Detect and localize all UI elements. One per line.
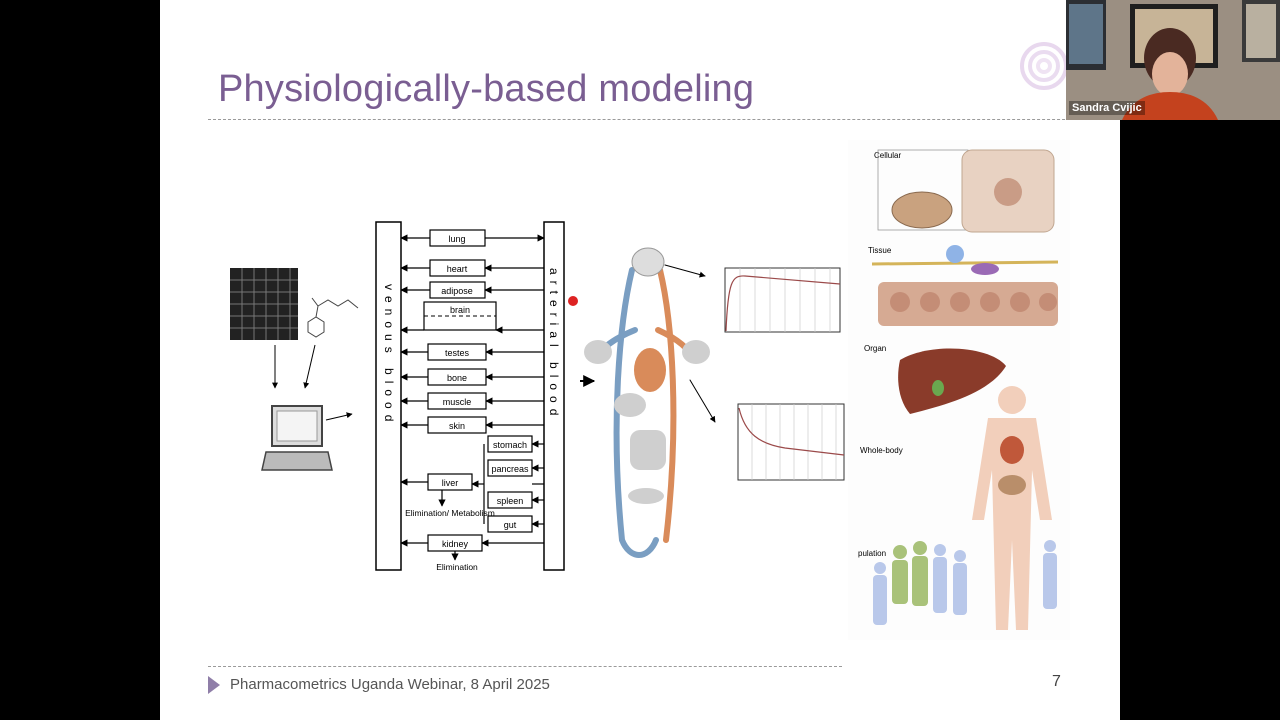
venous-blood-label: venous blood [382, 284, 396, 427]
footer-divider [208, 666, 842, 667]
organ-gut: gut [504, 520, 517, 530]
level-organ: Organ [864, 344, 886, 353]
organ-bone: bone [447, 373, 467, 383]
footer-bullet-icon [208, 676, 220, 694]
organ-heart: heart [447, 264, 468, 274]
concentration-plot-bottom [737, 403, 845, 481]
organ-skin: skin [449, 421, 465, 431]
slide-title: Physiologically-based modeling [218, 68, 755, 110]
participant-name: Sandra Cvijic [1069, 101, 1145, 115]
participant-video-icon [1066, 0, 1280, 120]
slide-footer: Pharmacometrics Uganda Webinar, 8 April … [230, 676, 550, 693]
organ-liver: liver [442, 478, 459, 488]
organ-pancreas: pancreas [491, 464, 529, 474]
concentration-plot-top [724, 267, 841, 333]
organ-muscle: muscle [443, 397, 472, 407]
level-whole-body: Whole-body [860, 446, 903, 455]
organ-lung: lung [448, 234, 465, 244]
organ-testes: testes [445, 348, 470, 358]
venous-blood-column [375, 221, 402, 571]
structure-data-image [230, 268, 359, 389]
organ-spleen: spleen [497, 496, 524, 506]
organ-kidney: kidney [442, 539, 469, 549]
laser-pointer-icon [568, 296, 578, 306]
arterial-blood-column [543, 221, 565, 571]
presentation-slide: Physiologically-based modeling [160, 0, 1120, 720]
level-cellular: Cellular [874, 151, 901, 160]
circulation-anatomy-image [584, 247, 716, 558]
level-population: pulation [858, 549, 886, 558]
title-divider [208, 119, 1120, 120]
elimination-label: Elimination [436, 562, 478, 572]
organ-adipose: adipose [441, 286, 473, 296]
elimination-metabolism-label: Elimination/ Metabolism [405, 508, 495, 518]
pbpk-figure: venous blood arterial blood lung heart a… [230, 140, 1070, 640]
organ-brain: brain [450, 305, 470, 315]
scale-panel: Cellular Tissue Organ Whole-body pulatio… [848, 140, 1070, 640]
level-tissue: Tissue [868, 246, 892, 255]
slide-page-number: 7 [1052, 673, 1061, 690]
laptop-icon [261, 405, 353, 471]
participant-video-tile[interactable]: Sandra Cvijic [1066, 0, 1280, 120]
arterial-blood-label: arterial blood [547, 268, 561, 421]
organ-stomach: stomach [493, 440, 527, 450]
